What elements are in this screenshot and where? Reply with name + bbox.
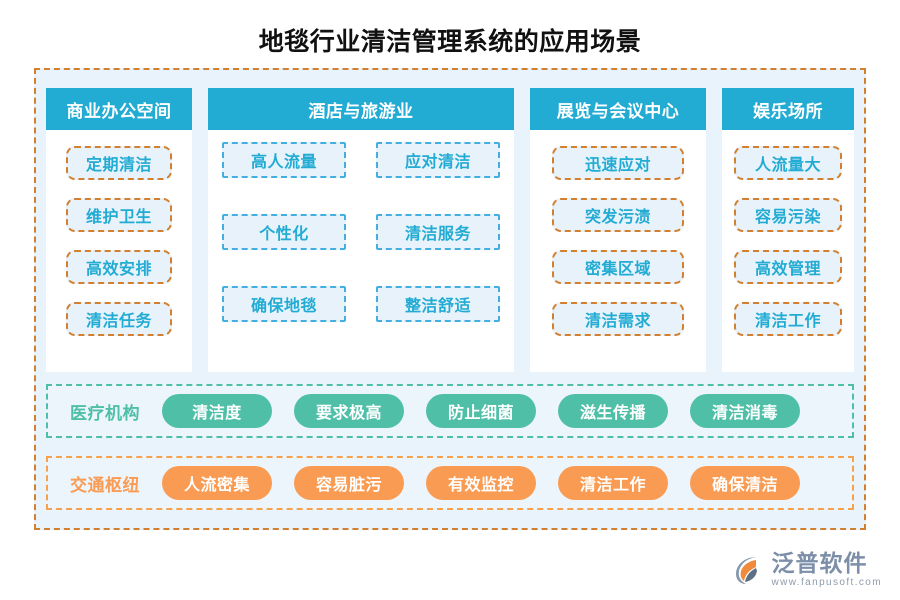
column-body-4: 人流量大 容易污染 高效管理 清洁工作 [722,130,854,372]
pill-item[interactable]: 清洁工作 [558,466,668,500]
pill-item[interactable]: 清洁度 [162,394,272,428]
column-body-1: 定期清洁 维护卫生 高效安排 清洁任务 [46,130,192,372]
column-header-2: 酒店与旅游业 [208,88,514,130]
pill-item[interactable]: 容易脏污 [294,466,404,500]
tag-item[interactable]: 应对清洁 [376,142,500,178]
pill-item[interactable]: 人流密集 [162,466,272,500]
column-header-4: 娱乐场所 [722,88,854,130]
tag-item[interactable]: 清洁服务 [376,214,500,250]
tag-item[interactable]: 维护卫生 [66,198,172,232]
tag-item[interactable]: 清洁工作 [734,302,842,336]
pill-item[interactable]: 确保清洁 [690,466,800,500]
tag-item[interactable]: 密集区域 [552,250,684,284]
scenario-column-hotel-tourism: 酒店与旅游业 高人流量 应对清洁 个性化 清洁服务 确保地毯 整洁舒适 [208,88,514,372]
pill-item[interactable]: 清洁消毒 [690,394,800,428]
tag-item[interactable]: 高人流量 [222,142,346,178]
tag-item[interactable]: 清洁任务 [66,302,172,336]
tag-item[interactable]: 高效管理 [734,250,842,284]
scenario-column-entertainment-venue: 娱乐场所 人流量大 容易污染 高效管理 清洁工作 [722,88,854,372]
fanpu-logo-icon [731,553,765,587]
tag-item[interactable]: 人流量大 [734,146,842,180]
scenario-band-medical: 医疗机构 清洁度 要求极高 防止细菌 滋生传播 清洁消毒 [46,384,854,438]
tag-item[interactable]: 整洁舒适 [376,286,500,322]
pill-item[interactable]: 要求极高 [294,394,404,428]
scenario-column-commercial-office: 商业办公空间 定期清洁 维护卫生 高效安排 清洁任务 [46,88,192,372]
tag-item[interactable]: 确保地毯 [222,286,346,322]
tag-item[interactable]: 个性化 [222,214,346,250]
tag-item[interactable]: 迅速应对 [552,146,684,180]
tag-item[interactable]: 容易污染 [734,198,842,232]
scenario-band-transport-hub: 交通枢纽 人流密集 容易脏污 有效监控 清洁工作 确保清洁 [46,456,854,510]
band-label-medical: 医疗机构 [70,403,140,423]
pill-item[interactable]: 有效监控 [426,466,536,500]
tag-item[interactable]: 高效安排 [66,250,172,284]
page-title: 地毯行业清洁管理系统的应用场景 [258,28,642,56]
scenario-column-exhibition-conference: 展览与会议中心 迅速应对 突发污渍 密集区域 清洁需求 [530,88,706,372]
tag-item[interactable]: 清洁需求 [552,302,684,336]
brand-logo: 泛普软件 www.fanpusoft.com [731,552,882,588]
pill-item[interactable]: 防止细菌 [426,394,536,428]
band-label-transport-hub: 交通枢纽 [70,475,140,495]
logo-text: 泛普软件 www.fanpusoft.com [771,552,882,588]
scenario-columns: 商业办公空间 定期清洁 维护卫生 高效安排 清洁任务 酒店与旅游业 高人流量 应… [46,88,854,372]
column-header-1: 商业办公空间 [46,88,192,130]
tag-item[interactable]: 定期清洁 [66,146,172,180]
logo-name: 泛普软件 [771,550,868,576]
column-header-3: 展览与会议中心 [530,88,706,130]
column-body-3: 迅速应对 突发污渍 密集区域 清洁需求 [530,130,706,372]
pill-item[interactable]: 滋生传播 [558,394,668,428]
logo-url: www.fanpusoft.com [771,577,882,588]
column-body-2: 高人流量 应对清洁 个性化 清洁服务 确保地毯 整洁舒适 [208,130,514,372]
tag-item[interactable]: 突发污渍 [552,198,684,232]
